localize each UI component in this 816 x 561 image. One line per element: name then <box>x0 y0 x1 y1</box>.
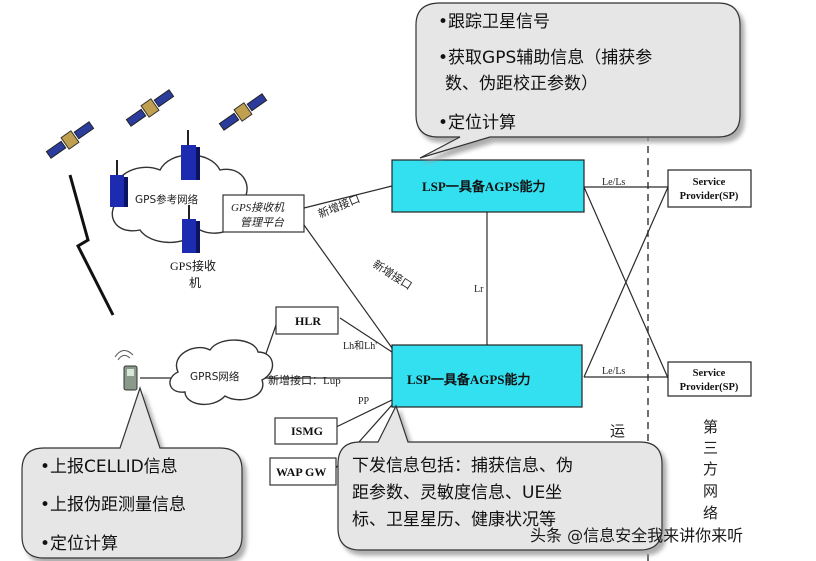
gps-receiver-label-1: GPS接收 <box>170 258 216 273</box>
satellite-icon <box>218 93 268 131</box>
watermark-text: 头条 @信息安全我来讲你来听 <box>530 526 743 545</box>
gprs-cloud <box>169 339 274 406</box>
left-callout <box>21 386 243 559</box>
sp-bottom-label-1: Service <box>693 368 726 379</box>
operator-label-1: 运 <box>610 422 625 440</box>
gps-receiver-label-2: 机 <box>189 276 201 290</box>
top-callout-line-3: 数、伪距校正参数） <box>445 74 598 94</box>
sp-bottom-box <box>667 361 752 397</box>
sp-top-box <box>667 169 752 208</box>
third-party-label-3: 方 <box>703 460 718 478</box>
pp-label: PP <box>358 396 370 407</box>
gps-receiver-platform-box <box>222 194 305 233</box>
le-ls-top-label: Le/Ls <box>602 177 625 188</box>
lsp-bottom-label: LSP一具备AGPS能力 <box>407 372 531 387</box>
wap-gw-box <box>269 457 337 486</box>
top-callout-line-2: •获取GPS辅助信息（捕获参 <box>438 48 652 68</box>
gps-ref-network-label: GPS参考网络 <box>135 193 199 206</box>
wap-gw-label: WAP GW <box>276 465 326 479</box>
mobile-phone-icon <box>114 350 138 391</box>
hlr-label: HLR <box>295 314 321 328</box>
new-interface-lup-label: 新增接口：Lup <box>268 373 341 387</box>
sp-bottom-label-2: Provider(SP) <box>680 382 739 393</box>
hlr-box <box>275 306 339 335</box>
gps-station-building <box>110 160 128 207</box>
lr-label: Lr <box>474 284 484 295</box>
satellite-icon <box>45 121 95 159</box>
lsp-top-label: LSP一具备AGPS能力 <box>422 179 546 194</box>
gps-platform-label-1: GPS接收机 <box>231 201 285 214</box>
sp-top-label-2: Provider(SP) <box>680 191 739 202</box>
third-party-label-5: 络 <box>703 504 718 522</box>
le-ls-bottom-label: Le/Ls <box>602 366 625 377</box>
top-callout <box>415 2 741 159</box>
gps-receiver-building <box>182 205 200 253</box>
left-callout-line-2: •上报伪距测量信息 <box>40 495 186 515</box>
lsp-bottom-box <box>391 344 583 408</box>
third-party-label-1: 第 <box>703 418 718 436</box>
bottom-callout-line-1: 下发信息包括：捕获信息、伪 <box>352 456 573 476</box>
new-interface-label-1: 新增接口 <box>316 191 362 220</box>
bottom-callout-line-3: 标、卫星星历、健康状况等 <box>352 510 556 530</box>
sp-top-label-1: Service <box>693 177 726 188</box>
gps-station-building <box>181 130 200 180</box>
gps-platform-label-2: 管理平台 <box>240 216 285 229</box>
satellite-icon <box>125 89 175 127</box>
wireless-link-bolt <box>68 174 115 316</box>
third-party-label-2: 三 <box>703 439 718 457</box>
top-callout-line-1: •跟踪卫星信号 <box>438 12 550 32</box>
lh-label: Lh和Lh' <box>343 340 377 352</box>
new-interface-label-2: 新增接口 <box>370 257 415 293</box>
ismg-box <box>274 417 338 445</box>
bottom-callout-line-2: 距参数、灵敏度信息、UE坐 <box>352 483 562 503</box>
left-callout-line-1: •上报CELLID信息 <box>40 457 178 477</box>
bottom-callout <box>337 404 663 551</box>
gprs-network-label: GPRS网络 <box>190 370 240 383</box>
ismg-label: ISMG <box>291 424 323 438</box>
lsp-top-box <box>391 159 585 213</box>
top-callout-line-4: •定位计算 <box>438 113 516 133</box>
third-party-label-4: 网 <box>703 482 718 500</box>
left-callout-line-3: •定位计算 <box>40 534 118 554</box>
